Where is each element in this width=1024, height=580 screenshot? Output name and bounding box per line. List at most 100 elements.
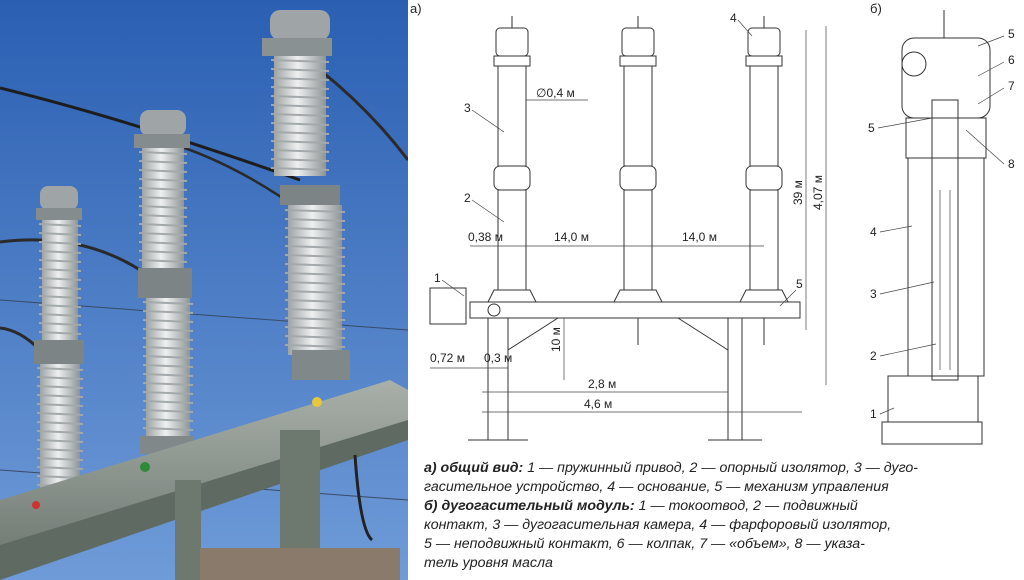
insulator-shed (142, 346, 194, 350)
insulator-shed (138, 232, 188, 236)
insulator-shed (142, 355, 194, 359)
pole-left (487, 16, 537, 303)
insulator-shed (36, 466, 84, 470)
insulator-shed (138, 151, 188, 155)
insulator-shed (284, 245, 346, 249)
insulator-shed (36, 376, 84, 380)
callout-3: 3 (464, 101, 471, 115)
insulator-shed (36, 448, 84, 452)
insulator-shed (284, 344, 346, 348)
panel-a-label: а) (410, 1, 422, 16)
insulator-shed (142, 337, 194, 341)
insulator-shed (38, 286, 82, 290)
insulator-shed (38, 304, 82, 308)
insulator-shed (38, 313, 82, 317)
insulator-shed (138, 169, 188, 173)
caption-b-text-2: контакт, 3 — дугогасительная камера, 4 —… (424, 517, 892, 533)
insulator-shed (38, 250, 82, 254)
insulator-shed (284, 272, 346, 276)
insulator-shed (270, 77, 330, 81)
insulator-shed (36, 403, 84, 407)
dim-diameter: ∅0,4 м (536, 86, 575, 100)
insulator-shed (142, 409, 194, 413)
insulator-shed (142, 319, 194, 323)
b-callout-8: 8 (1008, 157, 1015, 171)
insulator-shed (36, 385, 84, 389)
insulator-shed (36, 412, 84, 416)
callout-5: 5 (796, 277, 803, 291)
insulator-shed (284, 236, 346, 240)
insulator-shed (284, 335, 346, 339)
insulator-shed (38, 331, 82, 335)
insulator-shed (36, 439, 84, 443)
dim-offset: 0,38 м (468, 230, 503, 244)
insulator-shed (38, 259, 82, 263)
insulator-shed (142, 427, 194, 431)
insulator-shed (270, 167, 330, 171)
callout-2: 2 (464, 191, 471, 205)
steel-frame (0, 380, 408, 580)
callout-1: 1 (434, 271, 441, 285)
dim-46: 4,6 м (584, 397, 612, 411)
insulator-shed (270, 149, 330, 153)
caption-a-title: а) общий вид: (424, 460, 524, 476)
pole-right (739, 16, 789, 345)
insulator-shed (138, 196, 188, 200)
insulator-shed (38, 277, 82, 281)
caption-b-text-3: 5 — неподвижный контакт, 6 — колпак, 7 —… (424, 536, 865, 552)
insulator-shed (270, 122, 330, 126)
insulator-shed (38, 295, 82, 299)
insulator-shed (284, 317, 346, 321)
insulator-shed (284, 326, 346, 330)
dim-03: 0,3 м (484, 351, 512, 365)
dim-base-height: 10 м (549, 327, 563, 352)
dim-072: 0,72 м (430, 351, 465, 365)
caption-b-text-1: 1 — токоотвод, 2 — подвижный (634, 498, 858, 514)
callout-4: 4 (730, 11, 737, 25)
caption-line-5: 5 — неподвижный контакт, 6 — колпак, 7 —… (424, 535, 1022, 554)
base-frame (429, 287, 801, 441)
insulator-shed (142, 364, 194, 368)
insulator-shed (270, 113, 330, 117)
dim-span-left: 14,0 м (554, 230, 589, 244)
caption-a-text-1: 1 — пружинный привод, 2 — опорный изолят… (523, 460, 919, 476)
insulator-shed (142, 373, 194, 377)
insulator-shed (138, 160, 188, 164)
insulator-shed (142, 382, 194, 386)
panel-b-label: б) (870, 1, 882, 16)
insulator-shed (138, 241, 188, 245)
caption-line-4: контакт, 3 — дугогасительная камера, 4 —… (424, 516, 1022, 535)
drawing-arc-module: б) 5 6 7 5 8 4 3 2 1 (868, 1, 1015, 445)
insulator-shed (36, 457, 84, 461)
insulator-shed (36, 367, 84, 371)
insulator-shed (284, 218, 346, 222)
drawing-general-view: а) (410, 1, 827, 441)
dim-height-407: 4,07 м (811, 175, 825, 210)
b-callout-6: 6 (1008, 53, 1015, 67)
insulator-shed (138, 205, 188, 209)
pole-middle (613, 16, 663, 345)
b-callout-3: 3 (870, 287, 877, 301)
insulator-shed (38, 268, 82, 272)
caption-a-text-2: гасительное устройство, 4 — основание, 5… (424, 479, 889, 495)
caption-b-text-4: тель уровня масла (424, 555, 553, 571)
caption-line-1: а) общий вид: 1 — пружинный привод, 2 — … (424, 459, 1022, 478)
b-callout-5-top: 5 (1008, 27, 1015, 41)
caption-line-3: б) дугогасительный модуль: 1 — токоотвод… (424, 497, 1022, 516)
insulator-shed (270, 59, 330, 63)
insulator-shed (138, 223, 188, 227)
insulator-shed (284, 308, 346, 312)
insulator-shed (270, 158, 330, 162)
b-callout-2: 2 (870, 349, 877, 363)
insulator-shed (38, 241, 82, 245)
insulator-shed (142, 328, 194, 332)
insulator-shed (270, 104, 330, 108)
insulator-shed (270, 140, 330, 144)
insulator-shed (284, 254, 346, 258)
insulator-shed (284, 281, 346, 285)
dim-height-39: 39 м (791, 180, 805, 205)
dimension-lines (430, 26, 827, 413)
b-callout-7: 7 (1008, 79, 1015, 93)
insulator-shed (38, 223, 82, 227)
figure-caption: а) общий вид: 1 — пружинный привод, 2 — … (424, 459, 1022, 573)
